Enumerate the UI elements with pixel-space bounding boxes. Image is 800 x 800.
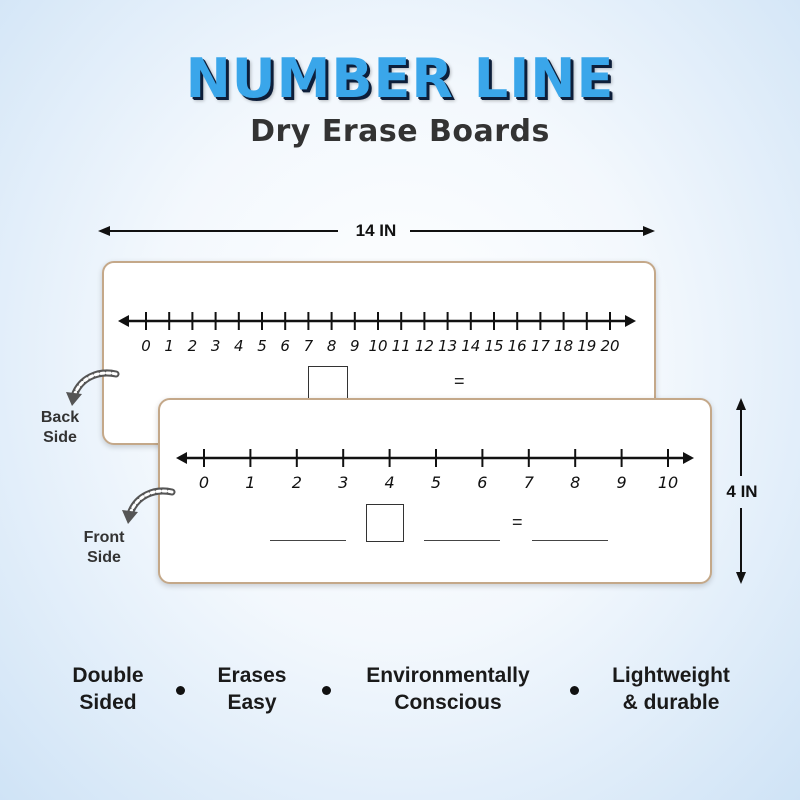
feature-double-sided: Double Sided (48, 662, 168, 716)
front-tick-label: 9 (617, 473, 627, 492)
back-tick-label: 5 (257, 337, 267, 355)
bullet-dot (570, 686, 579, 695)
front-side-label-line1: Front (83, 529, 125, 546)
feature-line: Erases (217, 664, 287, 687)
back-tick-label: 16 (508, 337, 527, 355)
front-board: 0 1 2 3 4 5 6 7 8 9 10 = (158, 398, 712, 584)
back-tick-label: 13 (438, 337, 457, 355)
page-subtitle: Dry Erase Boards (250, 114, 550, 149)
front-tick-label: 3 (338, 473, 348, 492)
feature-line: Environmentally (366, 664, 530, 687)
back-side-label-line2: Side (43, 429, 77, 446)
back-tick-label: 12 (415, 337, 434, 355)
back-tick-label: 0 (141, 337, 151, 355)
back-side-label-line1: Back (40, 409, 80, 426)
back-right-arrowhead (625, 315, 636, 327)
back-tick-label: 8 (327, 337, 337, 355)
back-left-arrowhead (118, 315, 129, 327)
width-label: 14 IN (355, 221, 397, 240)
feature-environmentally-conscious: Environmentally Conscious (348, 662, 548, 716)
front-side-label: Front Side (74, 528, 134, 568)
back-tick-label: 3 (211, 337, 221, 355)
page-title: NUMBER LINE (185, 47, 615, 110)
feature-line: Lightweight (612, 664, 730, 687)
feature-lightweight-durable: Lightweight & durable (596, 662, 746, 716)
front-side-label-line2: Side (87, 549, 121, 566)
front-blank-2 (424, 540, 500, 541)
back-answer-box (308, 366, 348, 402)
back-equals-sign: = (454, 371, 465, 391)
front-tick-label: 0 (199, 473, 209, 492)
feature-line: Conscious (394, 691, 502, 714)
back-tick-label: 4 (234, 337, 244, 355)
front-tick-label: 8 (570, 473, 580, 492)
curved-arrow-icon (66, 369, 120, 406)
feature-erases-easy: Erases Easy (200, 662, 304, 716)
back-tick-label: 20 (600, 337, 619, 355)
back-side-label: Back Side (30, 408, 90, 448)
back-tick-label: 19 (577, 337, 596, 355)
front-tick-label: 10 (658, 473, 678, 492)
feature-line: & durable (622, 691, 720, 714)
back-tick-label: 7 (304, 337, 314, 355)
back-tick-label: 14 (461, 337, 480, 355)
front-blank-1 (270, 540, 346, 541)
front-right-arrowhead (683, 452, 694, 464)
back-tick-label: 10 (368, 337, 387, 355)
feature-line: Double (72, 664, 144, 687)
front-tick-label: 7 (524, 473, 535, 492)
front-left-arrowhead (176, 452, 187, 464)
front-tick-label: 4 (385, 473, 395, 492)
front-number-line: 0 1 2 3 4 5 6 7 8 9 10 (176, 449, 694, 492)
back-tick-label: 9 (350, 337, 360, 355)
back-tick-label: 15 (484, 337, 503, 355)
back-tick-label: 17 (531, 337, 551, 355)
front-blank-3 (532, 540, 608, 541)
front-tick-label: 1 (245, 473, 255, 492)
front-tick-label: 2 (292, 473, 302, 492)
front-answer-box (366, 504, 404, 542)
height-label: 4 IN (726, 482, 758, 501)
front-tick-label: 5 (431, 473, 441, 492)
feature-line: Easy (227, 691, 277, 714)
front-tick-label: 6 (477, 473, 487, 492)
bullet-dot (322, 686, 331, 695)
back-tick-label: 1 (164, 337, 174, 355)
feature-line: Sided (79, 691, 137, 714)
front-equals-sign: = (512, 512, 523, 532)
back-tick-label: 11 (392, 337, 411, 355)
bullet-dot (176, 686, 185, 695)
back-tick-label: 18 (554, 337, 573, 355)
back-tick-label: 2 (188, 337, 198, 355)
back-tick-label: 6 (280, 337, 290, 355)
curved-arrow-icon (122, 487, 176, 524)
